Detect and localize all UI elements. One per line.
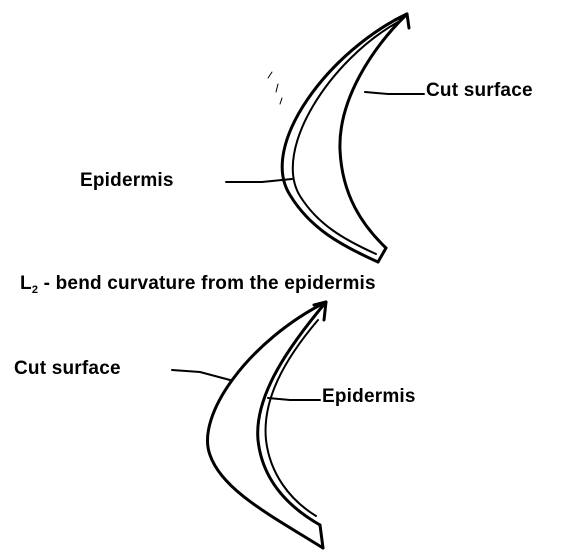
top-epidermis-label: Epidermis <box>80 170 174 192</box>
bottom-cut-surface-label: Cut surface <box>14 358 121 380</box>
caption-subscript: 2 <box>32 284 38 296</box>
bottom-leaders <box>172 370 320 400</box>
top-crescent-rough-mark <box>268 72 282 104</box>
top-crescent-outer-edge <box>282 14 407 262</box>
top-leaders <box>226 92 424 182</box>
top-crescent-lower-tip <box>378 248 386 262</box>
bottom-cut-surface-leader <box>172 370 230 380</box>
top-crescent <box>268 14 409 262</box>
figure-caption: L2 - bend curvature from the epidermis <box>20 273 376 297</box>
bottom-crescent <box>208 302 326 548</box>
top-cut-surface-leader <box>365 92 424 94</box>
bottom-crescent-epidermis-layer <box>266 320 318 516</box>
top-cut-surface-label: Cut surface <box>426 80 533 102</box>
caption-prefix: L <box>20 273 32 294</box>
top-crescent-inner-edge <box>340 14 407 248</box>
top-epidermis-leader <box>226 179 292 182</box>
bottom-epidermis-label: Epidermis <box>322 386 416 408</box>
bottom-crescent-lower-tip <box>320 525 323 548</box>
bottom-epidermis-leader <box>268 398 320 400</box>
caption-text: - bend curvature from the epidermis <box>38 273 376 294</box>
